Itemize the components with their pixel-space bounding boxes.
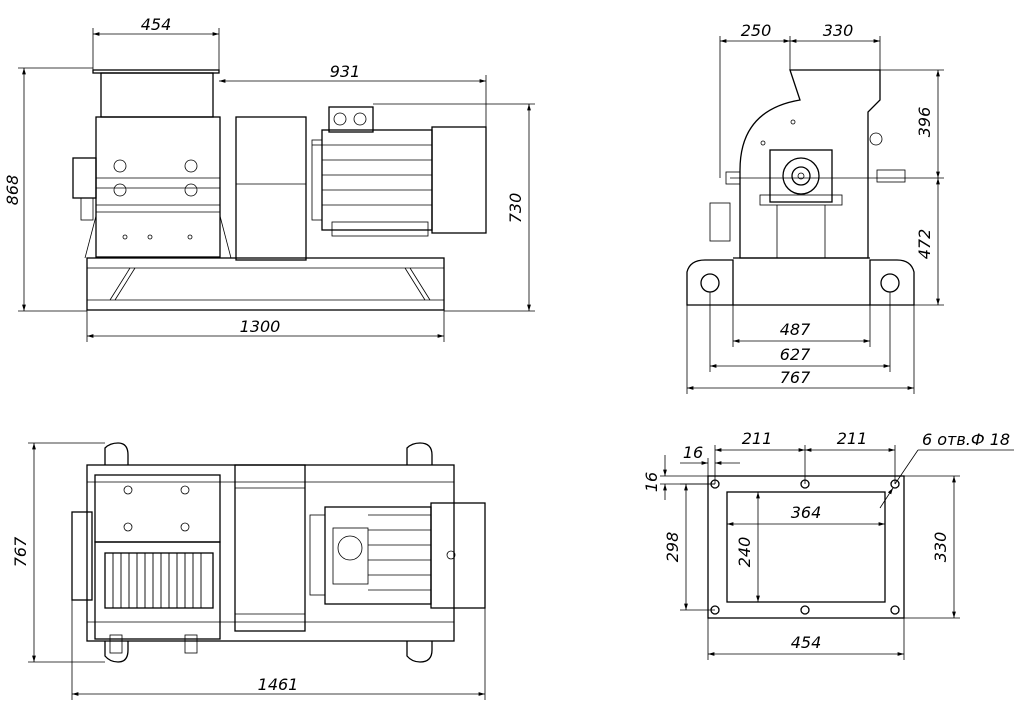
rotor-hammers [112,553,202,608]
front-dim-487: 487 [780,320,811,339]
top-view: 767 1461 [11,442,486,700]
front-dim-627: 627 [780,345,811,364]
flange-holes-note: 6 отв.Ф 18 [922,430,1010,449]
flange-dim-211-left: 211 [742,429,773,448]
flange-view: 211 211 16 16 6 отв.Ф 18 364 240 298 330 [642,429,1014,660]
flange-dim-16-x: 16 [683,443,703,462]
flange-dim-298: 298 [663,532,682,563]
front-dim-472: 472 [915,229,934,260]
flange-dim-211-right: 211 [837,429,868,448]
front-dim-250: 250 [741,21,772,40]
flange-dim-454: 454 [791,633,822,652]
side-dim-730: 730 [506,193,525,224]
front-view: 250 330 396 472 487 627 767 [686,21,944,394]
flange-dim-364: 364 [791,503,822,522]
front-dim-330: 330 [823,21,854,40]
flange-dim-16-y: 16 [642,472,661,492]
flange-dim-330: 330 [931,532,950,563]
flange-dim-240: 240 [735,537,754,568]
side-view: 454 931 868 730 1300 [3,15,535,342]
side-dim-868: 868 [3,175,22,206]
front-dim-396: 396 [915,107,934,138]
side-dim-1300: 1300 [240,317,281,336]
front-dim-767: 767 [780,368,811,387]
top-dim-767: 767 [11,536,30,567]
top-dim-1461: 1461 [258,675,299,694]
side-dim-931: 931 [330,62,361,81]
side-dim-454: 454 [141,15,172,34]
